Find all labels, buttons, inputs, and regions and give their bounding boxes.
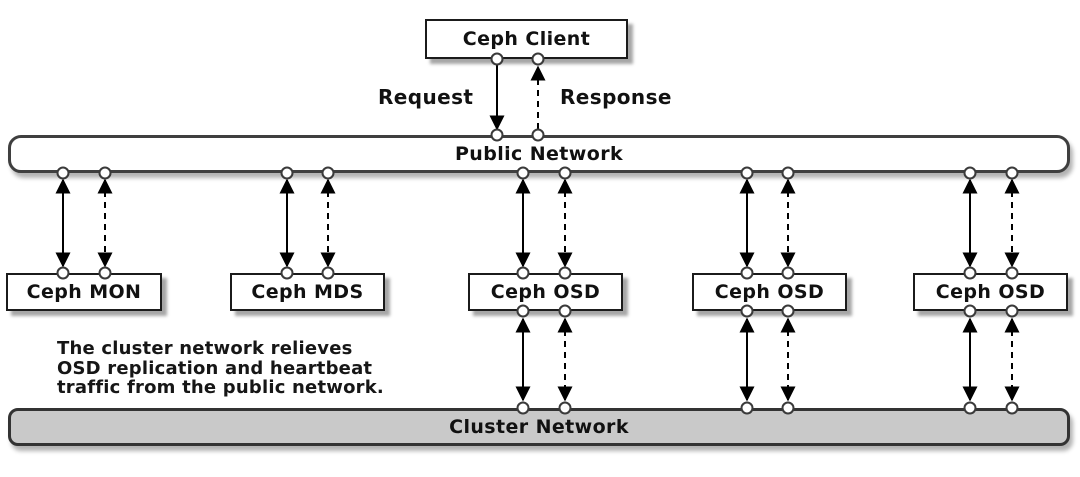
- node-ceph-mon: Ceph MON: [6, 273, 162, 311]
- client-request-response-arrows: [489, 65, 546, 131]
- node-ceph-osd-3-label: Ceph OSD: [935, 281, 1046, 303]
- node-ceph-mon-label: Ceph MON: [26, 281, 142, 303]
- node-ceph-osd-1: Ceph OSD: [468, 273, 623, 311]
- public-network-bar: Public Network: [8, 135, 1070, 173]
- cluster-network-annotation: The cluster network relieves OSD replica…: [57, 338, 384, 398]
- node-ceph-osd-2: Ceph OSD: [692, 273, 847, 311]
- response-label: Response: [560, 85, 672, 109]
- public-network-daemon-links: [55, 178, 1020, 268]
- cluster-network-bar: Cluster Network: [8, 408, 1070, 446]
- public-network-label: Public Network: [454, 143, 624, 165]
- osd-cluster-links: [515, 317, 1020, 402]
- node-ceph-mds-label: Ceph MDS: [251, 281, 364, 303]
- cluster-network-label: Cluster Network: [449, 416, 629, 438]
- node-ceph-osd-3: Ceph OSD: [913, 273, 1068, 311]
- node-ceph-osd-1-label: Ceph OSD: [490, 281, 601, 303]
- node-ceph-osd-2-label: Ceph OSD: [714, 281, 825, 303]
- request-label: Request: [378, 85, 474, 109]
- node-ceph-mds: Ceph MDS: [230, 273, 385, 311]
- node-ceph-client-label: Ceph Client: [462, 28, 591, 50]
- node-ceph-client: Ceph Client: [425, 19, 628, 59]
